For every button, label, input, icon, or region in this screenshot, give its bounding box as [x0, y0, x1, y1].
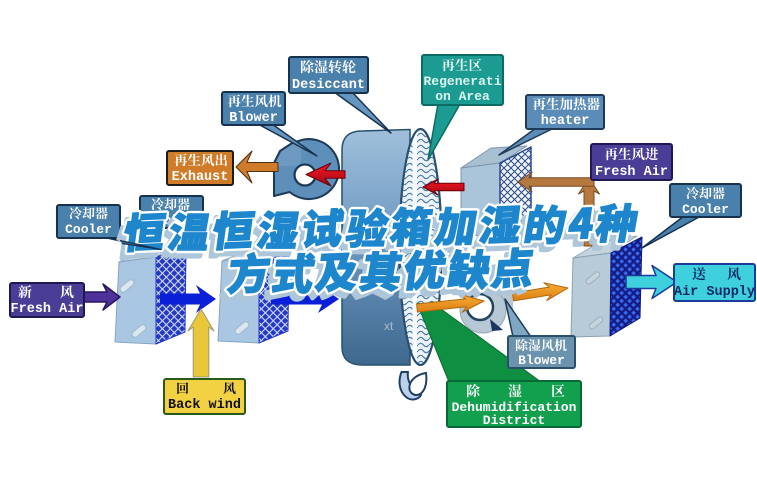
svg-text:Cooler: Cooler — [65, 222, 112, 237]
svg-text:Dehumidification: Dehumidification — [452, 400, 577, 415]
svg-text:xt: xt — [384, 319, 394, 333]
svg-text:Regenerati: Regenerati — [423, 74, 501, 89]
svg-text:District: District — [483, 413, 545, 428]
svg-text:Cooler: Cooler — [682, 202, 729, 217]
svg-text:Air Supply: Air Supply — [674, 285, 755, 300]
svg-text:on Area: on Area — [435, 89, 490, 104]
svg-text:heater: heater — [541, 114, 590, 129]
svg-text:Fresh Air: Fresh Air — [595, 165, 668, 180]
svg-text:Blower: Blower — [229, 111, 278, 126]
svg-text:Fresh Air: Fresh Air — [11, 302, 84, 317]
svg-text:Back wind: Back wind — [168, 398, 241, 413]
svg-text:Desiccant: Desiccant — [292, 78, 365, 93]
svg-text:Exhaust: Exhaust — [172, 170, 229, 185]
svg-text:Blower: Blower — [518, 353, 565, 368]
